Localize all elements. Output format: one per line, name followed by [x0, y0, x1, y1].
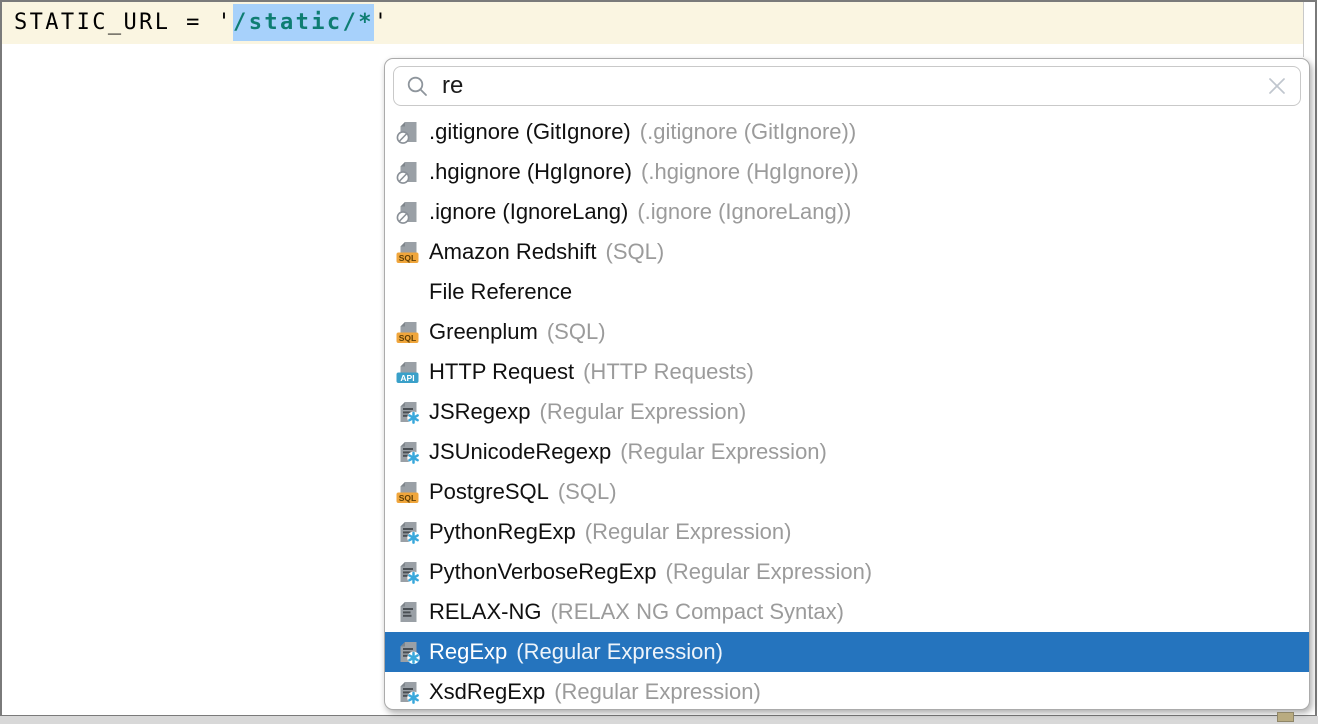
code-before-selection: STATIC_URL = ' [14, 10, 234, 35]
list-item[interactable]: API HTTP Request (HTTP Requests) [385, 352, 1309, 392]
list-item[interactable]: .hgignore (HgIgnore) (.hgignore (HgIgnor… [385, 152, 1309, 192]
list-item-description: (Regular Expression) [665, 559, 873, 584]
search-field[interactable] [393, 66, 1301, 106]
list-item[interactable]: PythonVerboseRegExp (Regular Expression) [385, 552, 1309, 592]
list-item-description: (Regular Expression) [539, 399, 747, 424]
ignore-file-icon [396, 120, 420, 144]
list-item[interactable]: PythonRegExp (Regular Expression) [385, 512, 1309, 552]
list-item-label: RELAX-NG [429, 599, 542, 624]
list-item[interactable]: RELAX-NG (RELAX NG Compact Syntax) [385, 592, 1309, 632]
editor-scrollbar-divider [1303, 2, 1304, 57]
list-item-label: .hgignore (HgIgnore) [429, 159, 633, 184]
list-item-label: PythonVerboseRegExp [429, 559, 657, 584]
list-item-label: .ignore (IgnoreLang) [429, 199, 629, 224]
regexp-file-icon [396, 560, 420, 584]
list-item-description: (SQL) [605, 239, 665, 264]
list-item[interactable]: File Reference [385, 272, 1309, 312]
regexp-file-icon [396, 640, 420, 664]
list-item-description: (.gitignore (GitIgnore)) [639, 119, 857, 144]
search-input[interactable] [442, 72, 1253, 100]
code-selection: /static/* [233, 4, 374, 41]
regexp-file-icon [396, 400, 420, 424]
list-item-description: (SQL) [546, 319, 606, 344]
list-item[interactable]: XsdRegExp (Regular Expression) [385, 672, 1309, 709]
list-item-label: File Reference [429, 279, 573, 304]
text-file-icon [396, 600, 420, 624]
list-item-label: JSUnicodeRegexp [429, 439, 612, 464]
list-item-description: (.hgignore (HgIgnore)) [641, 159, 859, 184]
code-line: STATIC_URL = '/static/*' [2, 2, 390, 44]
regexp-file-icon [396, 680, 420, 704]
list-item-description: (RELAX NG Compact Syntax) [550, 599, 844, 624]
window-bottom-margin [0, 716, 1318, 724]
code-after-selection: ' [373, 10, 390, 35]
inject-language-popup: .gitignore (GitIgnore) (.gitignore (GitI… [384, 58, 1310, 710]
list-item[interactable]: RegExp (Regular Expression) [385, 632, 1309, 672]
list-item-description: (Regular Expression) [584, 519, 792, 544]
list-item-label: JSRegexp [429, 399, 531, 424]
search-icon [406, 75, 429, 98]
ignore-file-icon [396, 200, 420, 224]
list-item[interactable]: JSUnicodeRegexp (Regular Expression) [385, 432, 1309, 472]
svg-text:SQL: SQL [399, 493, 416, 503]
list-item-label: RegExp [429, 639, 508, 664]
close-icon[interactable] [1266, 75, 1288, 97]
sql-file-icon: SQL [396, 320, 420, 344]
list-item[interactable]: .gitignore (GitIgnore) (.gitignore (GitI… [385, 112, 1309, 152]
regexp-file-icon [396, 440, 420, 464]
list-item-description: (.ignore (IgnoreLang)) [637, 199, 852, 224]
sql-file-icon: SQL [396, 480, 420, 504]
list-item[interactable]: SQL PostgreSQL (SQL) [385, 472, 1309, 512]
window-resize-grip [1277, 712, 1294, 722]
list-item-description: (HTTP Requests) [583, 359, 754, 384]
api-file-icon: API [396, 360, 420, 384]
no-icon [396, 280, 420, 304]
list-item[interactable]: JSRegexp (Regular Expression) [385, 392, 1309, 432]
editor-current-line[interactable]: STATIC_URL = '/static/*' [2, 2, 1303, 44]
list-item-description: (SQL) [557, 479, 617, 504]
list-item-label: XsdRegExp [429, 679, 546, 704]
list-item-label: HTTP Request [429, 359, 575, 384]
list-item-description: (Regular Expression) [554, 679, 761, 704]
svg-text:SQL: SQL [399, 333, 416, 343]
list-item-description: (Regular Expression) [516, 639, 723, 664]
regexp-file-icon [396, 520, 420, 544]
svg-text:SQL: SQL [399, 253, 416, 263]
list-item-label: Amazon Redshift [429, 239, 597, 264]
list-item[interactable]: SQL Amazon Redshift (SQL) [385, 232, 1309, 272]
list-item-label: PostgreSQL [429, 479, 549, 504]
list-item-label: PythonRegExp [429, 519, 576, 544]
list-item-label: .gitignore (GitIgnore) [429, 119, 631, 144]
list-item-label: Greenplum [429, 319, 538, 344]
ignore-file-icon [396, 160, 420, 184]
language-list: .gitignore (GitIgnore) (.gitignore (GitI… [385, 112, 1309, 709]
sql-file-icon: SQL [396, 240, 420, 264]
list-item-description: (Regular Expression) [620, 439, 827, 464]
list-item[interactable]: SQL Greenplum (SQL) [385, 312, 1309, 352]
list-item[interactable]: .ignore (IgnoreLang) (.ignore (IgnoreLan… [385, 192, 1309, 232]
svg-text:API: API [400, 373, 414, 383]
